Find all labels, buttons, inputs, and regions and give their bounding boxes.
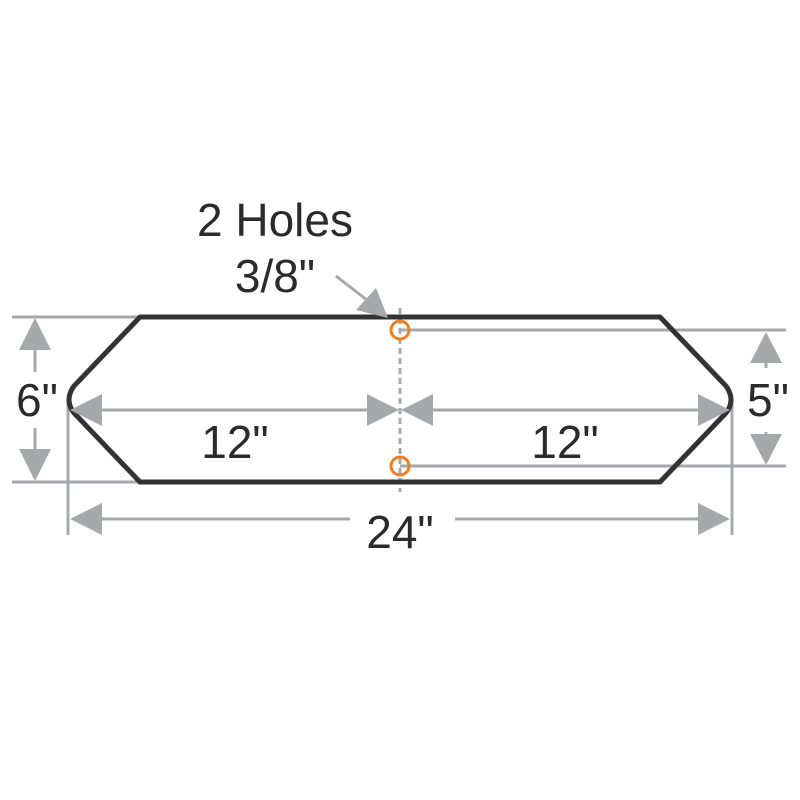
- arrow-up-icon: [750, 332, 782, 363]
- hole-size-label: 3/8": [235, 250, 315, 302]
- arrow-up-icon: [19, 318, 51, 350]
- hole-spacing-label: 5": [747, 374, 789, 426]
- width-label: 6": [16, 374, 58, 426]
- leader-arrow-icon: [356, 288, 388, 318]
- part-outline: [66, 314, 734, 485]
- arrow-down-icon: [750, 434, 782, 465]
- arrow-left-icon: [401, 394, 433, 426]
- length-label: 24": [366, 506, 434, 558]
- arrow-right-icon: [698, 394, 730, 426]
- arrow-right-icon: [698, 503, 730, 535]
- hole-top: [389, 319, 411, 341]
- left-half-label: 12": [201, 416, 269, 468]
- arrow-right-icon: [367, 394, 399, 426]
- arrow-left-icon: [70, 394, 102, 426]
- right-half-label: 12": [531, 416, 599, 468]
- hole-bottom: [389, 455, 411, 477]
- arrow-left-icon: [70, 503, 102, 535]
- holes-count-label: 2 Holes: [197, 194, 353, 246]
- arrow-down-icon: [19, 449, 51, 481]
